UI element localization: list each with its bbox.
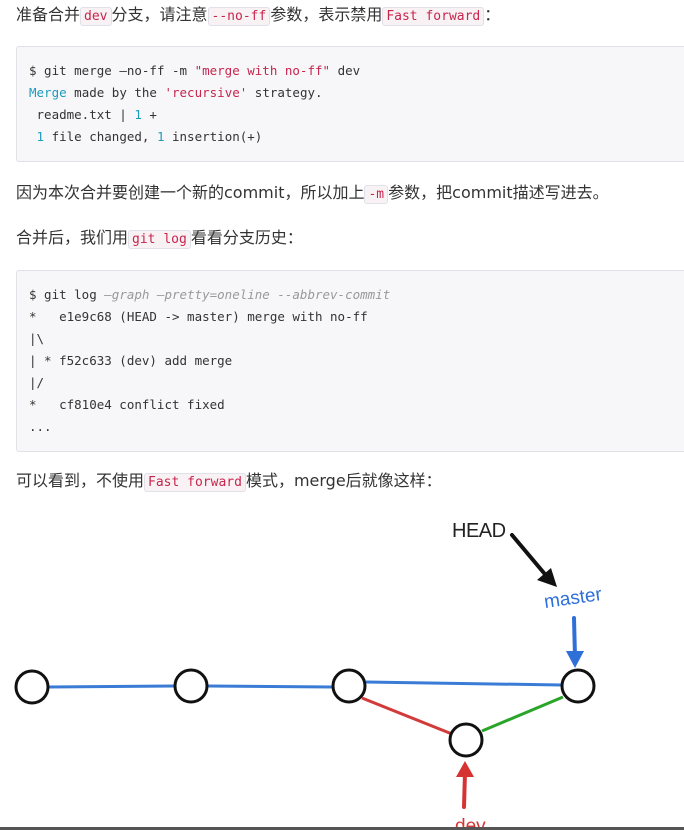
code-line: * e1e9c68 (HEAD -> master) merge with no… [29, 309, 368, 324]
code-line: |/ [29, 375, 45, 390]
dev-arrow-head [456, 761, 474, 777]
commit-node-dev [448, 722, 484, 758]
code-text: made by the [66, 85, 165, 100]
text: 参数，把commit描述写进去。 [388, 183, 609, 202]
code-line: * cf810e4 conflict fixed [29, 397, 225, 412]
commit-node [331, 668, 367, 704]
text: ： [484, 5, 501, 24]
code-text: + [141, 107, 157, 122]
code-text: strategy. [247, 85, 323, 100]
text: 看看分支历史： [190, 228, 303, 247]
code-fast-forward: Fast forward [382, 7, 485, 26]
code-line: readme.txt | 1 + [29, 104, 672, 126]
code-text: insertion(+) [164, 129, 263, 144]
head-arrow-head [537, 568, 557, 587]
head-label: HEAD [452, 520, 506, 542]
code-number: 1 [134, 107, 142, 122]
main-line-edge [47, 684, 175, 689]
code-options: —graph —pretty=oneline --abbrev-commit [104, 287, 391, 302]
code-text: file changed, [44, 129, 157, 144]
code-line: Merge made by the 'recursive' strategy. [29, 82, 672, 104]
dev-branch-edge [361, 696, 453, 736]
text: 模式，merge后就像这样： [245, 471, 442, 490]
dev-arrow [462, 770, 467, 809]
code-line: 1 file changed, 1 insertion(+) [29, 126, 672, 148]
bottom-divider [0, 827, 684, 830]
text: 分支，请注意 [111, 5, 208, 24]
code-number: 1 [156, 129, 165, 144]
master-label: master [543, 584, 604, 613]
code-line: $ git merge —no-ff -m "merge with no-ff"… [29, 60, 672, 82]
code-block-git-log: $ git log —graph —pretty=oneline --abbre… [16, 270, 684, 452]
code-block-merge: $ git merge —no-ff -m "merge with no-ff"… [16, 46, 684, 162]
text: 参数，表示禁用 [270, 5, 383, 24]
main-line-edge [206, 684, 334, 689]
master-arrow [572, 616, 577, 659]
code-string: "merge with no-ff" [194, 63, 331, 78]
branch-merge-diagram: HEAD master dev [14, 520, 604, 827]
code-text: dev [330, 63, 361, 78]
code-text: readme.txt | [29, 107, 135, 122]
code-string: 'recursive' [164, 85, 248, 100]
merge-edge [481, 695, 564, 733]
text: 因为本次合并要创建一个新的commit，所以加上 [16, 183, 365, 202]
code-no-ff: --no-ff [207, 7, 271, 26]
master-arrow-head [566, 651, 584, 668]
text: 合并后，我们用 [16, 228, 129, 247]
code-m-flag: -m [364, 185, 389, 204]
commit-node-master [560, 668, 596, 704]
code-line: ... [29, 419, 52, 434]
main-line-edge [365, 680, 562, 687]
commit-node [173, 668, 209, 704]
code-text: —no-ff -m [119, 63, 195, 78]
code-dev: dev [80, 7, 112, 26]
text: 准备合并 [16, 5, 81, 24]
code-line: $ git log —graph —pretty=oneline --abbre… [29, 284, 672, 306]
code-line: |\ [29, 331, 45, 346]
text: 可以看到，不使用 [16, 471, 145, 490]
code-keyword: Merge [29, 85, 67, 100]
code-fast-forward: Fast forward [144, 473, 246, 492]
dev-label: dev [455, 816, 486, 827]
code-line: | * f52c633 (dev) add merge [29, 353, 233, 368]
head-arrow [510, 533, 551, 581]
commit-node [14, 669, 50, 705]
code-number: 1 [36, 129, 45, 144]
code-text: $ git log [29, 287, 105, 302]
code-text [29, 129, 37, 144]
code-text: $ git merge [29, 63, 120, 78]
code-git-log: git log [128, 230, 191, 249]
